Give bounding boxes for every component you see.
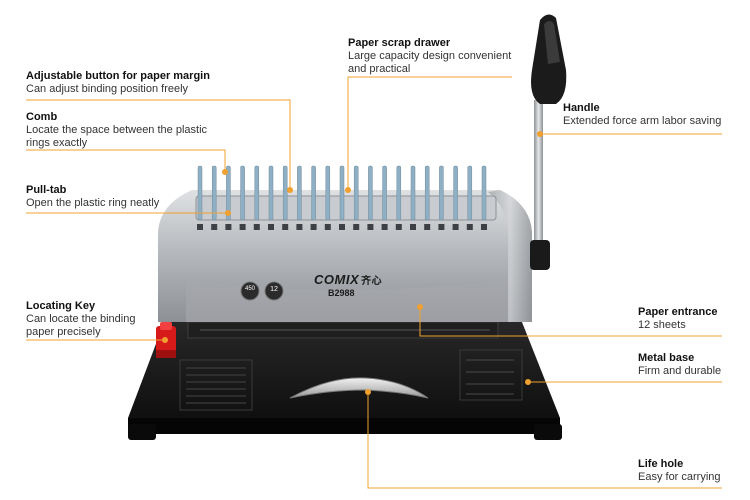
callout-life-hole: Life hole Easy for carrying xyxy=(638,458,743,484)
lift-hole xyxy=(289,377,429,399)
comb-tooth xyxy=(325,165,331,221)
comb-tooth xyxy=(240,165,245,221)
callout-title: Pull-tab xyxy=(26,184,67,196)
leader-line xyxy=(419,307,722,337)
comb-tooth xyxy=(197,165,203,221)
leader-line xyxy=(26,149,226,172)
callout-desc: Can adjust binding position freely xyxy=(26,83,189,95)
comb-tooth xyxy=(467,165,473,221)
leader-lines xyxy=(26,76,722,489)
callout-title: Handle xyxy=(563,102,600,114)
callout-desc: Large capacity design convenient and pra… xyxy=(348,50,512,75)
punch-slot xyxy=(353,224,360,230)
punch-slot xyxy=(296,224,303,230)
callout-comb: Comb Locate the space between the plasti… xyxy=(26,111,226,150)
comb-tooth xyxy=(453,165,458,221)
punch-slot xyxy=(324,224,331,230)
callout-title: Paper scrap drawer xyxy=(348,37,451,49)
punch-slot xyxy=(410,224,416,230)
comb-tooth xyxy=(311,165,316,221)
comb-tooth xyxy=(439,165,444,221)
punch-slot xyxy=(239,224,246,230)
callout-metal-base: Metal base Firm and durable xyxy=(638,352,743,378)
comb-tooth xyxy=(368,165,373,221)
callout-margin-button: Adjustable button for paper margin Can a… xyxy=(26,70,286,96)
dial-left-label: 450 xyxy=(244,286,255,292)
leader-line xyxy=(347,76,512,190)
comb-teeth xyxy=(197,165,487,230)
dial-right[interactable] xyxy=(264,281,284,301)
brand-cn: 齐心 xyxy=(361,276,383,287)
leader-dot xyxy=(537,131,543,137)
comb-tooth xyxy=(211,165,217,221)
punch-slot xyxy=(268,224,274,230)
comb-tooth xyxy=(339,165,345,221)
callout-paper-entrance: Paper entrance 12 sheets xyxy=(638,306,743,332)
comb-tooth xyxy=(268,165,274,221)
comb-tooth xyxy=(353,165,359,221)
punch-slot xyxy=(466,224,473,230)
callout-title: Locating Key xyxy=(26,300,96,312)
leader-dot xyxy=(417,304,423,310)
callout-handle: Handle Extended force arm labor saving xyxy=(563,102,743,128)
punch-slot xyxy=(481,224,487,230)
callout-title: Metal base xyxy=(638,352,695,364)
callout-pull-tab: Pull-tab Open the plastic ring neatly xyxy=(26,184,226,210)
comb-tooth xyxy=(396,165,402,221)
callout-desc: Locate the space between the plastic rin… xyxy=(26,124,208,149)
callout-desc: Firm and durable xyxy=(638,365,722,377)
comb-tooth xyxy=(226,165,231,221)
comb-tooth xyxy=(297,165,302,221)
comb-tooth xyxy=(410,165,416,221)
leader-dot xyxy=(162,337,168,343)
comb-tooth xyxy=(424,165,430,221)
comb-tooth xyxy=(254,165,260,221)
callout-locating-key: Locating Key Can locate the binding pape… xyxy=(26,300,176,339)
leader-dot xyxy=(525,379,531,385)
leader-dot xyxy=(287,187,293,193)
leader-line xyxy=(26,99,291,190)
punch-slot xyxy=(253,224,260,230)
punch-slot xyxy=(225,224,232,230)
callout-title: Life hole xyxy=(638,458,684,470)
punch-slot xyxy=(310,224,317,230)
punch-slot xyxy=(395,224,402,230)
model-number: B2988 xyxy=(328,288,355,298)
punch-slot xyxy=(452,224,459,230)
dial-left[interactable] xyxy=(240,281,260,301)
callout-desc: Easy for carrying xyxy=(638,471,721,483)
leader-dot xyxy=(222,169,228,175)
comb-tooth xyxy=(382,165,387,221)
callout-desc: Open the plastic ring neatly xyxy=(26,197,160,209)
comb-tooth xyxy=(481,165,487,221)
dial-right-label: 12 xyxy=(270,286,278,293)
leader-line xyxy=(367,392,722,489)
punch-slot xyxy=(424,224,431,230)
handle[interactable] xyxy=(530,14,567,270)
callout-desc: Extended force arm labor saving xyxy=(563,115,722,127)
leader-dot xyxy=(365,389,371,395)
callout-title: Adjustable button for paper margin xyxy=(26,70,210,82)
callout-desc: 12 sheets xyxy=(638,319,686,331)
metal-base xyxy=(128,312,562,440)
punch-slot xyxy=(211,224,218,230)
comb-tooth xyxy=(282,165,288,221)
punch-slot xyxy=(339,224,345,230)
punch-slot xyxy=(367,224,374,230)
callout-scrap-drawer: Paper scrap drawer Large capacity design… xyxy=(348,37,548,76)
callout-title: Comb xyxy=(26,111,58,123)
callout-desc: Can locate the binding paper precisely xyxy=(26,313,136,338)
punch-slot xyxy=(197,224,203,230)
leader-dot xyxy=(345,187,351,193)
punch-slot xyxy=(381,224,388,230)
punch-slot xyxy=(438,224,445,230)
brand-name: COMIX xyxy=(314,272,360,287)
leader-dot xyxy=(225,210,231,216)
punch-slot xyxy=(282,224,289,230)
callout-title: Paper entrance xyxy=(638,306,718,318)
